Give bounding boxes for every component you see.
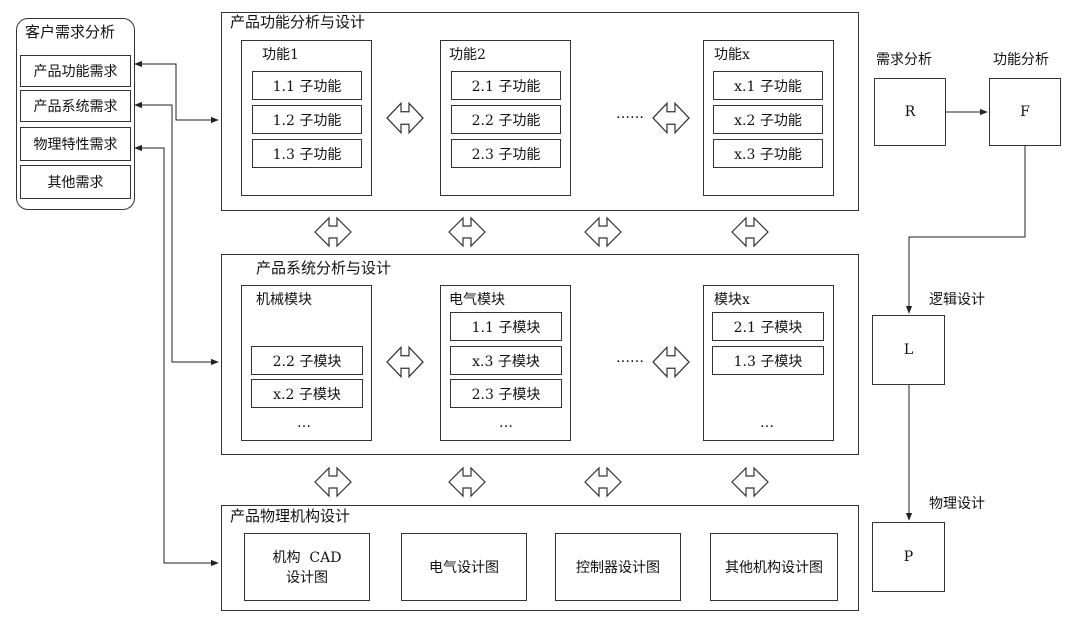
system-layer-title: 产品系统分析与设计 bbox=[256, 259, 392, 277]
system-column-electrical-title: 电气模块 bbox=[449, 292, 505, 308]
more-ellipsis: … bbox=[499, 415, 513, 431]
physical-item-electrical: 电气设计图 bbox=[401, 533, 527, 601]
submodule-box: 2.3 子模块 bbox=[450, 379, 562, 408]
node-r: R bbox=[874, 78, 946, 146]
subfunction-box: 1.3 子功能 bbox=[252, 139, 362, 168]
submodule-box: 2.2 子模块 bbox=[251, 346, 363, 375]
subfunction-box: 1.1 子功能 bbox=[252, 71, 362, 100]
system-column-x-title: 模块x bbox=[714, 292, 750, 308]
label-requirement-analysis: 需求分析 bbox=[876, 52, 932, 68]
customer-item-other: 其他需求 bbox=[20, 165, 131, 199]
function-ellipsis: …… bbox=[616, 106, 644, 122]
label-logic-design: 逻辑设计 bbox=[929, 292, 985, 308]
flow-arrow-f-l bbox=[905, 146, 1026, 314]
double-arrow-icon bbox=[731, 217, 769, 247]
function-layer-title: 产品功能分析与设计 bbox=[230, 13, 366, 31]
label-physical-design: 物理设计 bbox=[929, 496, 985, 512]
subfunction-box: 2.3 子功能 bbox=[451, 139, 561, 168]
double-arrow-icon bbox=[731, 467, 769, 497]
function-column-x-title: 功能x bbox=[714, 47, 750, 63]
physical-item-cad-line2: 设计图 bbox=[286, 570, 328, 586]
submodule-box: 1.1 子模块 bbox=[450, 312, 562, 341]
subfunction-box: x.1 子功能 bbox=[713, 71, 823, 100]
submodule-box: x.3 子模块 bbox=[450, 346, 562, 375]
node-f: F bbox=[989, 78, 1061, 146]
connector-system-req bbox=[134, 101, 219, 366]
submodule-box: 2.1 子模块 bbox=[712, 312, 824, 341]
double-arrow-icon bbox=[448, 467, 486, 497]
connector-physical-req bbox=[134, 144, 219, 567]
physical-item-controller: 控制器设计图 bbox=[555, 533, 681, 601]
system-column-mechanical-title: 机械模块 bbox=[256, 292, 312, 308]
system-ellipsis: …… bbox=[616, 350, 644, 366]
node-p: P bbox=[872, 522, 945, 592]
double-arrow-icon bbox=[314, 467, 352, 497]
double-arrow-icon bbox=[448, 217, 486, 247]
node-l: L bbox=[872, 315, 945, 385]
subfunction-box: 2.1 子功能 bbox=[451, 71, 561, 100]
more-ellipsis: … bbox=[297, 415, 311, 431]
double-arrow-icon bbox=[584, 217, 622, 247]
physical-item-other: 其他机构设计图 bbox=[710, 533, 838, 601]
subfunction-box: x.3 子功能 bbox=[713, 139, 823, 168]
subfunction-box: 1.2 子功能 bbox=[252, 105, 362, 134]
physical-layer-title: 产品物理机构设计 bbox=[230, 507, 351, 525]
function-column-2-title: 功能2 bbox=[449, 47, 486, 63]
more-ellipsis: … bbox=[760, 415, 774, 431]
double-arrow-icon bbox=[314, 217, 352, 247]
subfunction-box: x.2 子功能 bbox=[713, 105, 823, 134]
physical-item-cad-line1: 机构 CAD bbox=[272, 550, 342, 566]
subfunction-box: 2.2 子功能 bbox=[451, 105, 561, 134]
customer-item-physical: 物理特性需求 bbox=[20, 127, 131, 161]
physical-item-cad: 机构 CAD 设计图 bbox=[244, 533, 370, 601]
double-arrow-icon bbox=[584, 467, 622, 497]
customer-title: 客户需求分析 bbox=[25, 23, 116, 41]
submodule-box: 1.3 子模块 bbox=[712, 346, 824, 375]
customer-item-system: 产品系统需求 bbox=[20, 90, 131, 122]
label-function-analysis: 功能分析 bbox=[993, 52, 1049, 68]
submodule-box: x.2 子模块 bbox=[251, 379, 363, 408]
function-column-1-title: 功能1 bbox=[262, 47, 299, 63]
customer-item-function: 产品功能需求 bbox=[20, 55, 131, 87]
connector-function-req bbox=[134, 60, 219, 124]
